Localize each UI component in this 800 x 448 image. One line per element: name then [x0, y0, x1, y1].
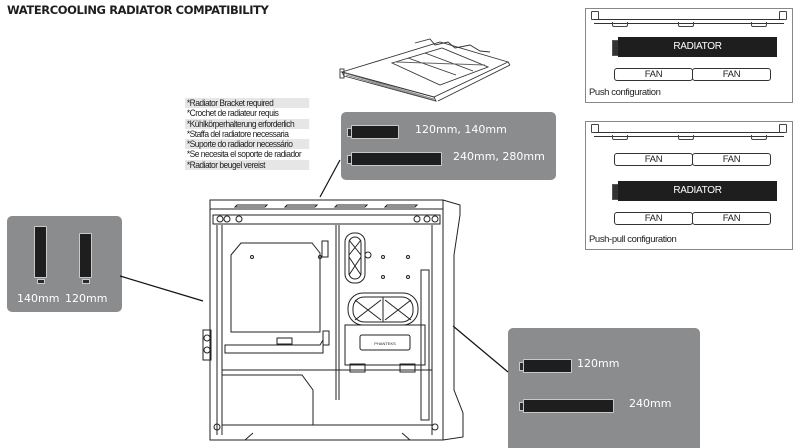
leader-line-front	[119, 275, 204, 302]
bracket-note: *Suporte do radiador necessário	[185, 139, 310, 150]
radiator-size-label: 120mm, 140mm	[415, 123, 507, 136]
radiator-size-label: 240mm, 280mm	[453, 150, 545, 163]
case-brand-badge: PHANTEKS	[374, 341, 396, 346]
bracket-note: *Se necesita el soporte de radiador	[186, 149, 302, 160]
radiator-size-label: 120mm	[577, 357, 620, 370]
fan-block: FAN	[692, 153, 771, 166]
configuration-caption: Push-pull configuration	[589, 234, 677, 245]
radiator-240-icon	[519, 399, 614, 413]
leader-line-bottom	[452, 325, 509, 373]
front-radiator-panel: 140mm 120mm	[7, 216, 122, 312]
mounting-rail	[594, 19, 784, 24]
push-pull-configuration-box: FAN FAN RADIATOR FAN FAN Push-pull confi…	[585, 121, 793, 250]
radiator-block: RADIATOR	[618, 181, 777, 201]
top-radiator-panel: 120mm, 140mm 240mm, 280mm	[341, 112, 556, 180]
radiator-140-icon	[34, 226, 47, 284]
mounting-rail	[594, 132, 784, 137]
configuration-caption: Push configuration	[589, 87, 661, 98]
fan-block: FAN	[692, 68, 771, 81]
bracket-note: *Radiator Bracket required	[185, 98, 310, 109]
radiator-size-label: 140mm	[17, 292, 60, 305]
bottom-radiator-panel: 120mm 240mm	[508, 328, 700, 448]
radiator-size-label: 240mm	[629, 397, 672, 410]
bracket-note: *Crochet de radiateur requis	[186, 108, 279, 119]
radiator-120-140-icon	[347, 125, 399, 139]
radiator-120-icon	[79, 233, 92, 284]
fan-block: FAN	[692, 212, 771, 225]
bracket-note: *Kühlkörperhalterung erforderlich	[185, 118, 310, 129]
radiator-240-280-icon	[347, 152, 442, 166]
case-side-view-drawing: PHANTEKS	[202, 199, 464, 441]
radiator-size-label: 120mm	[65, 292, 108, 305]
push-configuration-box: RADIATOR FAN FAN Push configuration	[585, 8, 793, 103]
bracket-notes: *Radiator Bracket required *Crochet de r…	[185, 98, 320, 171]
bracket-note: *Staffa del radiatore necessaria	[186, 128, 289, 139]
leader-line-top	[319, 159, 341, 198]
top-panel-illustration	[339, 38, 511, 102]
bracket-note: *Radiator beugel vereist	[185, 159, 310, 171]
page-title: WATERCOOLING RADIATOR COMPATIBILITY	[7, 3, 269, 17]
radiator-120-icon	[519, 359, 572, 373]
radiator-block: RADIATOR	[618, 37, 777, 57]
